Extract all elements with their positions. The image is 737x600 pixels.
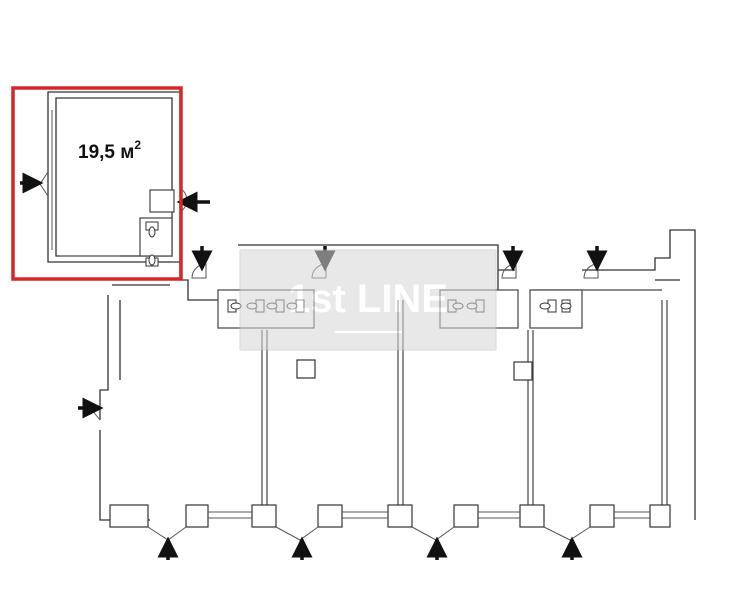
columns	[109, 359, 671, 528]
area-value: 19,5 м	[78, 142, 135, 163]
door-swings	[39, 171, 599, 541]
area-unit-superscript: 2	[134, 138, 142, 152]
watermark-text: 1st LINE	[288, 277, 448, 321]
facade-windows	[51, 110, 650, 519]
highlighted-room-frame	[11, 86, 183, 281]
watermark: 1st LINE	[239, 249, 497, 351]
room-area-label: 19,5 м2	[78, 138, 141, 164]
